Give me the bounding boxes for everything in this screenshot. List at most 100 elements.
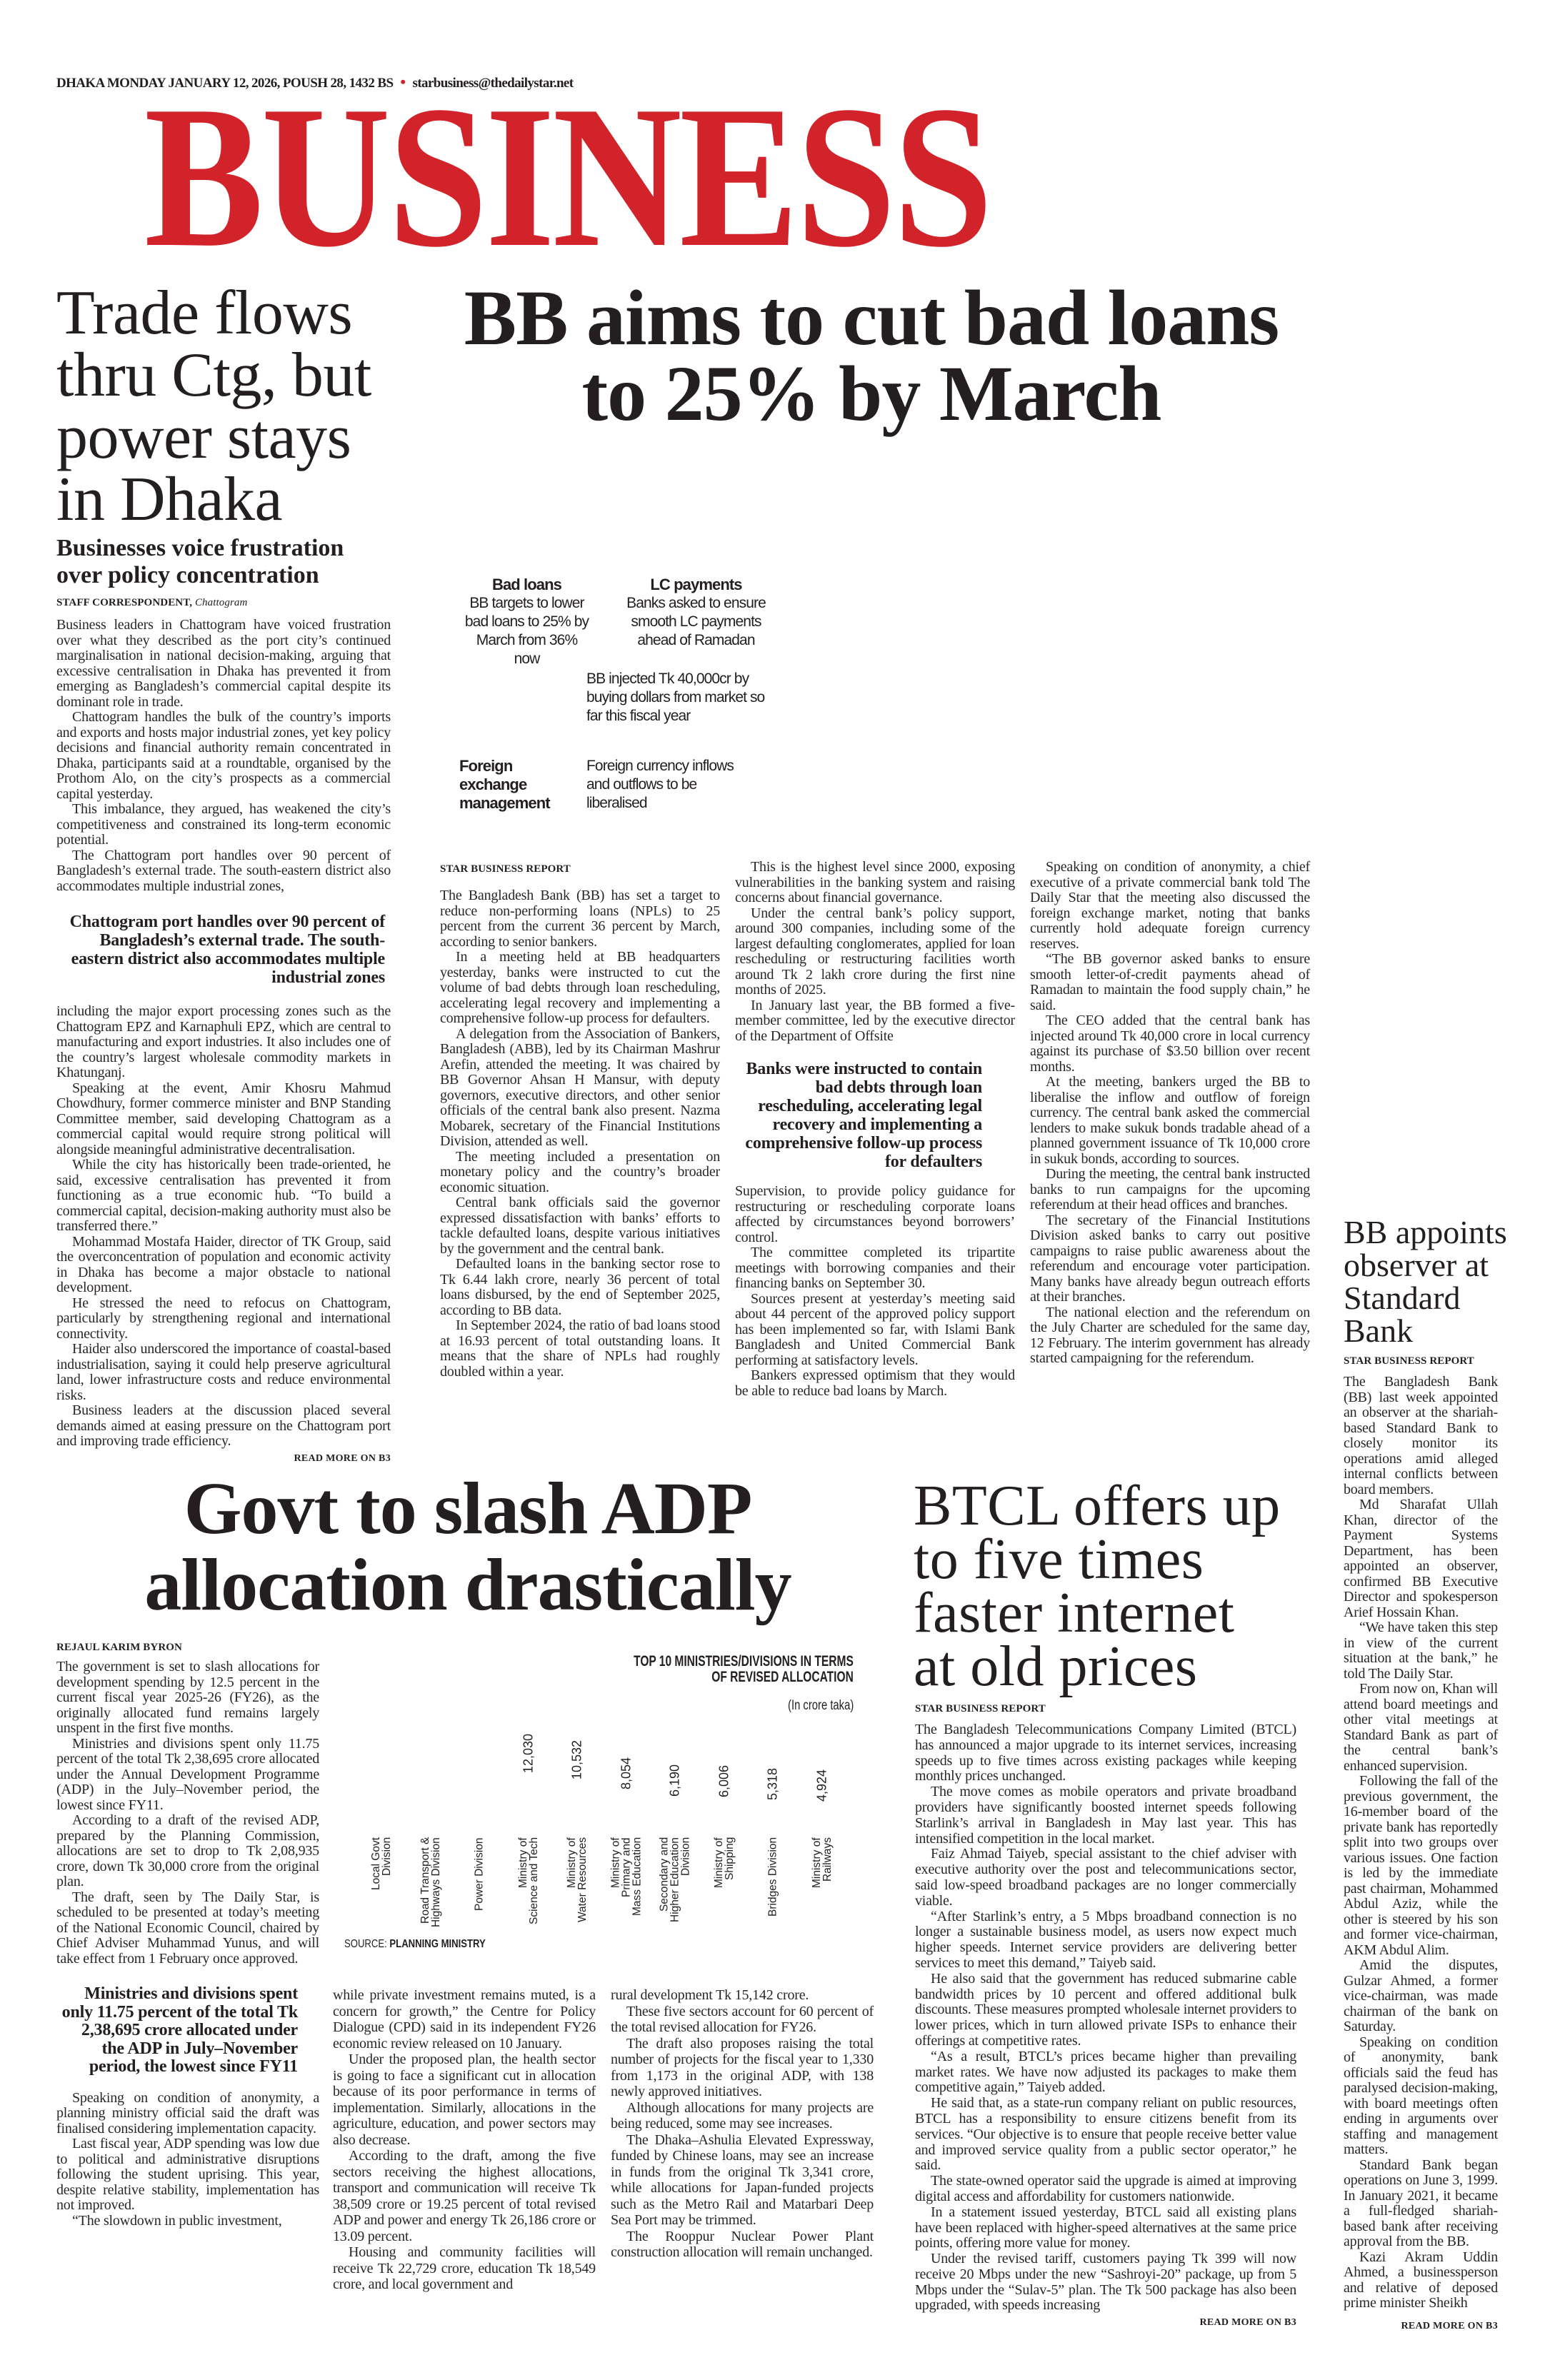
- byline-name: STAFF CORRESPONDENT,: [56, 597, 193, 608]
- paragraph: Sources present at yesterday’s meeting s…: [735, 1290, 1015, 1368]
- paragraph: Housing and community facilities will re…: [333, 2244, 596, 2292]
- chart-value-label: 5,318: [765, 1768, 780, 1801]
- adp-column-2: while private investment remains muted, …: [333, 1987, 596, 2293]
- headline-line: at old prices: [914, 1635, 1198, 1698]
- paragraph: Following the fall of the previous gover…: [1344, 1773, 1498, 1958]
- chart-category-label: Road Transport & Highways Division: [419, 1837, 442, 1927]
- paragraph: The Dhaka–Ashulia Elevated Expressway, f…: [611, 2132, 874, 2229]
- chart-title-line-1: TOP 10 MINISTRIES/DIVISIONS IN TERMS: [634, 1653, 854, 1669]
- paragraph: Faiz Ahmad Taiyeb, special assistant to …: [915, 1846, 1296, 1909]
- separator-dot-icon: •: [400, 73, 406, 91]
- chart-title-line-2: OF REVISED ALLOCATION: [711, 1669, 854, 1685]
- infographic-lc-text: Banks asked to ensure smooth LC payments…: [626, 595, 766, 648]
- infographic-bad-loans: Bad loans BB targets to lower bad loans …: [464, 576, 589, 668]
- trade-body-part-2: including the major export processing zo…: [56, 1003, 391, 1450]
- paragraph: Standard Bank began operations on June 3…: [1344, 2156, 1498, 2249]
- chart-source: SOURCE: PLANNING MINISTRY: [344, 1938, 486, 1951]
- chart-value-label: 8,054: [619, 1757, 633, 1789]
- paragraph: The national election and the referendum…: [1030, 1304, 1310, 1366]
- paragraph: The Chattogram port handles over 90 perc…: [56, 847, 391, 894]
- paragraph: According to the draft, among the five s…: [333, 2148, 596, 2244]
- adp-byline: REJAUL KARIM BYRON: [56, 1642, 182, 1653]
- paragraph: A delegation from the Association of Ban…: [440, 1025, 720, 1149]
- paragraph: During the meeting, the central bank ins…: [1030, 1166, 1310, 1212]
- observer-byline: STAR BUSINESS REPORT: [1344, 1355, 1474, 1367]
- paragraph: Under the proposed plan, the health sect…: [333, 2052, 596, 2148]
- paragraph: The committee completed its tripartite m…: [735, 1245, 1015, 1291]
- paragraph: Supervision, to provide policy guidance …: [735, 1183, 1015, 1245]
- chart-category-label: Power Division: [473, 1837, 486, 1911]
- paragraph: Business leaders at the discussion place…: [56, 1402, 391, 1449]
- headline-line: BB appoints: [1344, 1214, 1507, 1250]
- infographic-bad-loans-text: BB targets to lower bad loans to 25% by …: [464, 595, 589, 667]
- headline-line: faster internet: [914, 1582, 1235, 1645]
- paragraph: The secretary of the Financial Instituti…: [1030, 1212, 1310, 1305]
- date-text: DHAKA MONDAY JANUARY 12, 2026, POUSH 28,…: [56, 76, 394, 91]
- chart-category-label: Ministry of Shipping: [712, 1837, 736, 1888]
- bb-byline: STAR BUSINESS REPORT: [440, 863, 571, 875]
- paragraph: Business leaders in Chattogram have voic…: [56, 617, 391, 710]
- paragraph: while private investment remains muted, …: [333, 1987, 596, 2052]
- trade-byline: STAFF CORRESPONDENT, Chattogram: [56, 596, 391, 609]
- paragraph: At the meeting, bankers urged the BB to …: [1030, 1074, 1310, 1167]
- observer-read-more: READ MORE ON B3: [1401, 2320, 1498, 2331]
- chart-category-label: Ministry of Science and Tech: [516, 1837, 540, 1925]
- chart-category-label: Ministry of Railways: [810, 1837, 834, 1888]
- adp-column-3: rural development Tk 15,142 crore.These …: [611, 1987, 874, 2261]
- infographic-lc-payments: LC payments Banks asked to ensure smooth…: [623, 576, 769, 650]
- btcl-body: The Bangladesh Telecommunications Compan…: [915, 1722, 1296, 2314]
- headline-line: to 25% by March: [581, 350, 1162, 437]
- bb-column-1: The Bangladesh Bank (BB) has set a targe…: [440, 888, 720, 1380]
- paragraph: He also said that the government has red…: [915, 1970, 1296, 2049]
- paragraph: From now on, Khan will attend board meet…: [1344, 1681, 1498, 1774]
- paragraph: The meeting included a presentation on m…: [440, 1148, 720, 1195]
- headline-line: BTCL offers up: [914, 1475, 1281, 1537]
- paragraph: Haider also underscored the importance o…: [56, 1341, 391, 1403]
- bb-column-3: Speaking on condition of anonymity, a ch…: [1030, 859, 1310, 1367]
- paragraph: including the major export processing zo…: [56, 1003, 391, 1080]
- infographic-forex-title: Foreign exchange management: [459, 757, 551, 812]
- paragraph: Ministries and divisions spent only 11.7…: [56, 1735, 319, 1813]
- paragraph: Last fiscal year, ADP spending was low d…: [56, 2136, 319, 2213]
- bb-column-2-bottom: Supervision, to provide policy guidance …: [735, 1183, 1015, 1399]
- trade-subheadline: Businesses voice frustration over policy…: [56, 535, 344, 588]
- chart-category-label: Ministry of Primary and Mass Education: [609, 1837, 643, 1917]
- headline-line: observer at: [1344, 1247, 1489, 1283]
- headline-line: Govt to slash ADP: [184, 1467, 753, 1550]
- paragraph: The Rooppur Nuclear Power Plant construc…: [611, 2228, 874, 2261]
- trade-body-part-1: Business leaders in Chattogram have voic…: [56, 617, 391, 894]
- paragraph: Speaking on condition of anonymity, a pl…: [56, 2089, 319, 2137]
- paragraph: This imbalance, they argued, has weakene…: [56, 801, 391, 848]
- headline-line: in Dhaka: [56, 465, 283, 534]
- headline-line: Trade flows: [56, 278, 353, 348]
- paragraph: In September 2024, the ratio of bad loan…: [440, 1317, 720, 1380]
- paragraph: The CEO added that the central bank has …: [1030, 1013, 1310, 1075]
- bb-column-1-wrap: STAR BUSINESS REPORT The Bangladesh Bank…: [440, 863, 720, 1380]
- paragraph: rural development Tk 15,142 crore.: [611, 1987, 809, 2003]
- paragraph: The Bangladesh Telecommunications Compan…: [915, 1722, 1296, 1784]
- paragraph: Chattogram handles the bulk of the count…: [56, 709, 391, 802]
- chart-source-name: PLANNING MINISTRY: [389, 1938, 486, 1950]
- paragraph: The Bangladesh Bank (BB) last week appoi…: [1344, 1374, 1498, 1497]
- chart-category-label: Local Govt Division: [370, 1837, 393, 1891]
- paragraph: These five sectors account for 60 percen…: [611, 2003, 874, 2036]
- trade-read-more: READ MORE ON B3: [294, 1452, 391, 1464]
- chart-value-label: 6,006: [716, 1765, 731, 1798]
- adp-column-1-top: The government is set to slash allocatio…: [56, 1659, 319, 1967]
- paragraph: “After Starlink’s entry, a 5 Mbps broadb…: [915, 1908, 1296, 1971]
- paragraph: While the city has historically been tra…: [56, 1157, 391, 1234]
- btcl-byline: STAR BUSINESS REPORT: [915, 1703, 1046, 1714]
- byline-place: Chattogram: [194, 597, 248, 608]
- headline-line: thru Ctg, but: [56, 341, 371, 410]
- paragraph: The Bangladesh Bank (BB) has set a targe…: [440, 888, 720, 950]
- adp-column-1-bottom: Speaking on condition of anonymity, a pl…: [56, 2089, 319, 2229]
- chart-value-label: 12,030: [521, 1734, 535, 1774]
- chart-category-label: Ministry of Water Resources: [566, 1837, 589, 1923]
- infographic-bad-loans-title: Bad loans: [491, 576, 562, 593]
- bb-column-2-top: This is the highest level since 2000, ex…: [735, 859, 1015, 1044]
